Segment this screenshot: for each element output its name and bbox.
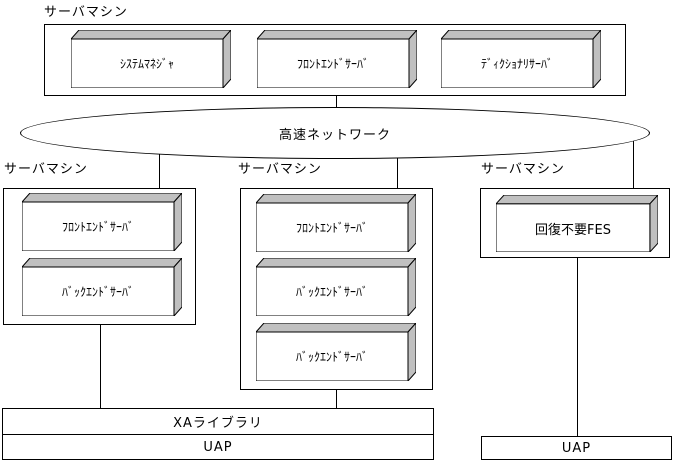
network-label: 高速ネットワーク bbox=[278, 127, 391, 143]
server-box-label: ﾊﾞｯｸｴﾝﾄﾞｻｰﾊﾞ bbox=[61, 285, 134, 299]
server-box-back-end-server: ﾊﾞｯｸｴﾝﾄﾞｻｰﾊﾞ bbox=[256, 323, 416, 381]
server-box-label: ﾌﾛﾝﾄｴﾝﾄﾞｻｰﾊﾞ bbox=[61, 220, 134, 234]
middle-machine-label: サーバマシン bbox=[238, 162, 322, 177]
connector-network-leftmachine bbox=[159, 133, 160, 188]
server-box-system-manager: ｼｽﾃﾑﾏﾈｼﾞｬ bbox=[71, 30, 231, 88]
box-3d-faces bbox=[256, 194, 416, 252]
xa-uap-stack: XAライブラリ UAP bbox=[2, 408, 434, 460]
uap-row: UAP bbox=[203, 440, 233, 455]
box-3d-faces bbox=[22, 258, 182, 316]
connector-rightmachine-uap bbox=[577, 258, 578, 436]
server-box-front-end-server: ﾌﾛﾝﾄｴﾝﾄﾞｻｰﾊﾞ bbox=[22, 193, 182, 251]
server-box-label: ﾃﾞｨｸｼｮﾅﾘｻｰﾊﾞ bbox=[480, 57, 553, 71]
connector-middlemachine-xa bbox=[336, 390, 337, 408]
server-box-label: ﾊﾞｯｸｴﾝﾄﾞｻｰﾊﾞ bbox=[295, 350, 368, 364]
connector-network-middlemachine bbox=[397, 133, 398, 188]
connector-network-rightmachine bbox=[633, 133, 634, 188]
box-3d-faces bbox=[256, 323, 416, 381]
server-box-back-end-server: ﾊﾞｯｸｴﾝﾄﾞｻｰﾊﾞ bbox=[22, 258, 182, 316]
server-box-back-end-server: ﾊﾞｯｸｴﾝﾄﾞｻｰﾊﾞ bbox=[256, 258, 416, 316]
high-speed-network-ellipse: 高速ネットワーク bbox=[20, 107, 650, 159]
box-3d-faces bbox=[441, 30, 601, 88]
connector-leftmachine-xa bbox=[100, 325, 101, 408]
xa-library-row: XAライブラリ bbox=[3, 409, 433, 435]
server-box-label: ﾊﾞｯｸｴﾝﾄﾞｻｰﾊﾞ bbox=[295, 285, 368, 299]
server-box-recovery-unnecessary-fes: 回復不要FES bbox=[496, 195, 658, 252]
box-3d-faces bbox=[496, 195, 658, 252]
box-3d-faces bbox=[257, 30, 417, 88]
server-box-label: 回復不要FES bbox=[535, 222, 611, 238]
left-machine-label: サーバマシン bbox=[4, 162, 88, 177]
server-box-front-end-server: ﾌﾛﾝﾄｴﾝﾄﾞｻｰﾊﾞ bbox=[256, 194, 416, 252]
box-3d-faces bbox=[22, 193, 182, 251]
server-box-label: ﾌﾛﾝﾄｴﾝﾄﾞｻｰﾊﾞ bbox=[295, 221, 368, 235]
server-box-front-end-server: ﾌﾛﾝﾄｴﾝﾄﾞｻｰﾊﾞ bbox=[257, 30, 417, 88]
server-box-label: ｼｽﾃﾑﾏﾈｼﾞｬ bbox=[119, 57, 174, 71]
server-box-dictionary-server: ﾃﾞｨｸｼｮﾅﾘｻｰﾊﾞ bbox=[441, 30, 601, 88]
top-machine-label: サーバマシン bbox=[44, 5, 128, 20]
server-box-label: ﾌﾛﾝﾄｴﾝﾄﾞｻｰﾊﾞ bbox=[296, 57, 369, 71]
right-machine-label: サーバマシン bbox=[481, 162, 565, 177]
right-uap-box: UAP bbox=[481, 436, 672, 460]
box-3d-faces bbox=[256, 258, 416, 316]
box-3d-faces bbox=[71, 30, 231, 88]
